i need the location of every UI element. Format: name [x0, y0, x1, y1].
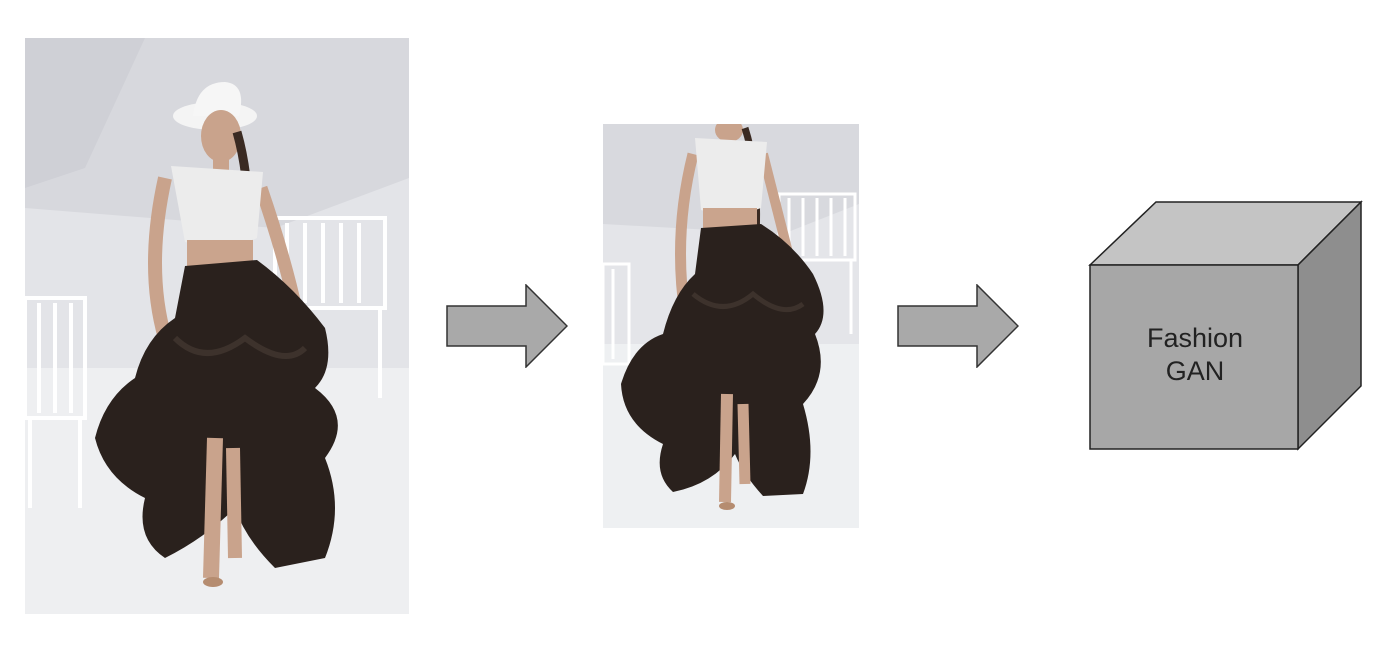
runway-photo-full — [25, 38, 409, 614]
right-arrow-icon — [897, 284, 1019, 368]
fashion-gan-cube-icon — [1088, 200, 1363, 451]
right-arrow-icon — [446, 284, 568, 368]
fashion-gan-label-line2: GAN — [1165, 356, 1225, 386]
runway-photo-cropped — [603, 124, 859, 528]
fashion-gan-label-line1: Fashion — [1146, 323, 1244, 353]
fashion-gan-label: Fashion GAN — [1090, 322, 1300, 388]
